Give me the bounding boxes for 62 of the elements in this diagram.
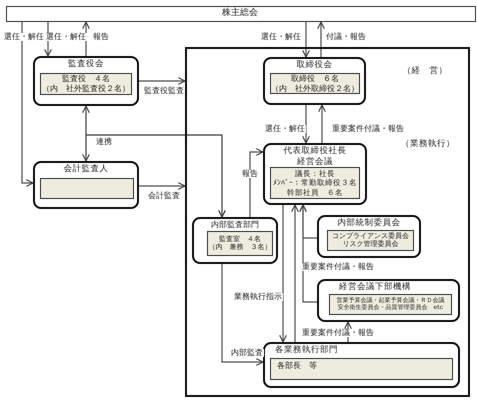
meeting-bar [6, 6, 476, 22]
edge-label: 付議・報告 [325, 33, 367, 41]
member-text: 各部長 等 [277, 362, 317, 370]
box-heading: 監査役会 [68, 60, 104, 68]
box-heading: 会計監査人 [64, 165, 108, 174]
edge-label: 報告 [92, 33, 110, 41]
organization-box [263, 342, 460, 388]
member-box [327, 230, 414, 251]
connector-arrow [302, 22, 310, 58]
member-text: （内 社外監査役２名） [42, 85, 130, 93]
connector-arrow [318, 104, 326, 143]
organization-box [263, 57, 366, 105]
member-text: 取締役 ６名 [291, 74, 339, 82]
edge-label: 報告 [241, 170, 259, 178]
connector-arrow [21, 22, 34, 188]
edge-label: 重要案件付議・報告 [301, 329, 375, 337]
blank-box [40, 178, 134, 199]
edge-label: 選任・解任 [45, 33, 87, 41]
organization-box [33, 161, 139, 209]
organization-box [192, 217, 278, 264]
member-box [40, 73, 132, 95]
edge-label: 監査役監査 [143, 87, 185, 95]
connector-arrow [290, 204, 300, 342]
edge-label: 選任・解任 [260, 33, 302, 41]
organization-box [263, 143, 367, 205]
connector-arrow [221, 264, 264, 366]
connector-arrow [139, 76, 186, 86]
box-heading: 内部統制委員会 [338, 219, 400, 228]
box-heading: 各業務執行部門 [275, 346, 338, 354]
edge-label: 重要案件付議・報告 [331, 125, 405, 133]
organization-frame [185, 47, 470, 397]
edge-label: 選任・解任 [3, 33, 45, 41]
edge-label: 重要案件付議・報告 [301, 263, 375, 271]
box-heading: 取締役会 [296, 61, 332, 70]
connector-arrow [298, 204, 317, 303]
member-box [207, 231, 273, 256]
edge-label: 内部監査 [230, 349, 264, 357]
box-heading: 代表取締役社長 [284, 147, 346, 156]
connector-arrow [85, 134, 226, 218]
box-heading: 経営会議 [297, 158, 333, 166]
connector-arrow [278, 205, 288, 343]
connector-arrow [316, 21, 326, 57]
member-text: 監査役 ４名 [62, 75, 110, 83]
member-box [270, 358, 453, 380]
organization-box [317, 215, 421, 258]
edge-label: 業務執行指示 [233, 293, 283, 301]
member-text: （内 社外取締役２名） [271, 84, 359, 92]
organization-box [317, 279, 460, 322]
bar-title: 株主総会 [222, 9, 258, 18]
member-box [270, 73, 360, 94]
connector-arrow [139, 182, 186, 190]
member-box [270, 167, 360, 199]
connector-arrow [82, 105, 90, 162]
edge-label: 連携 [95, 138, 113, 146]
box-heading: 経営会議下部機構 [339, 283, 411, 292]
member-box [329, 294, 452, 315]
edge-label: 会計監査 [147, 192, 181, 200]
connector-arrow [302, 105, 310, 144]
box-heading: 内部監査部門 [211, 221, 259, 229]
connector-arrow [249, 148, 264, 217]
organization-box [33, 56, 139, 106]
edge-label: 選任・解任 [264, 125, 306, 133]
